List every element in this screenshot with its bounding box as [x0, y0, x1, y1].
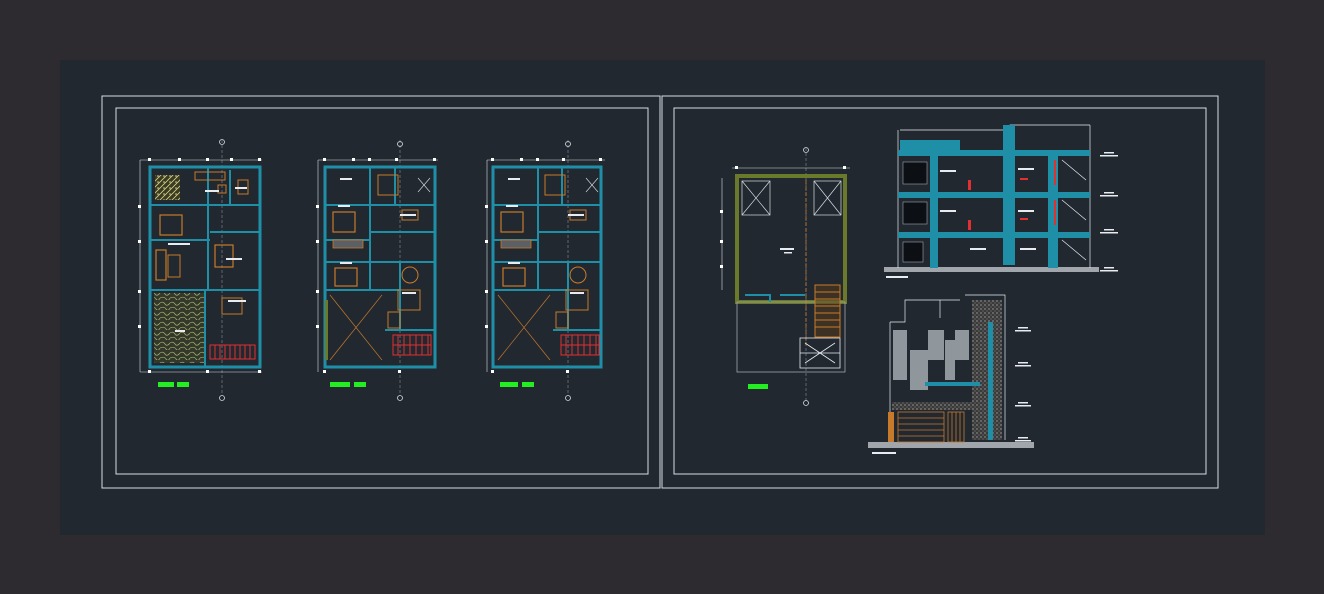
- dimension-ticks: [316, 158, 436, 373]
- bed: [565, 289, 589, 311]
- facade-panels: [893, 330, 969, 390]
- longitudinal-section: [884, 124, 1118, 278]
- door-swing: [417, 177, 431, 193]
- plan-title-bar: [500, 382, 518, 387]
- void-cross: [497, 294, 551, 361]
- desk: [555, 311, 569, 329]
- plan-title-bar: [748, 384, 768, 389]
- desk: [387, 311, 401, 329]
- balcony-edge: [325, 300, 328, 360]
- textured-column: [972, 300, 1002, 440]
- grid-bubble-icon: [565, 395, 571, 401]
- bed: [221, 297, 243, 315]
- blue-mullion: [988, 322, 993, 440]
- entry-door: [947, 411, 965, 443]
- outer-wall: [323, 165, 437, 369]
- front-elevation: [868, 294, 1034, 454]
- stairs: [392, 334, 432, 356]
- void-cross: [329, 294, 383, 361]
- annotation-labels: [940, 168, 1036, 250]
- skylight-cross: [813, 180, 842, 216]
- stairs: [209, 344, 256, 360]
- skylight-cross: [741, 180, 771, 216]
- grid-bubble-icon: [397, 395, 403, 401]
- roof-plan: [720, 147, 850, 406]
- annotation-labels: [780, 248, 794, 254]
- first-floor-plan: [138, 139, 262, 401]
- garage-door: [897, 411, 945, 443]
- annotation-labels: [338, 178, 416, 294]
- sheet-outer-border: [661, 95, 1219, 489]
- garden-stone-pattern: [154, 293, 204, 363]
- wardrobe: [332, 239, 364, 249]
- dining-table: [159, 214, 183, 236]
- parapet-wall: [745, 294, 805, 302]
- dimension-ticks: [485, 158, 602, 373]
- furniture-cut: [968, 160, 1056, 230]
- bed: [214, 244, 234, 268]
- stairs: [1061, 159, 1087, 261]
- patio-hatch: [155, 175, 180, 200]
- plan-title-bar: [354, 382, 366, 387]
- window-blocks: [902, 161, 928, 263]
- bed: [397, 289, 421, 311]
- second-floor-plan: [316, 140, 438, 401]
- round-table: [401, 266, 419, 284]
- bath-fixture: [377, 174, 399, 196]
- round-table: [569, 266, 587, 284]
- canopy: [925, 382, 980, 386]
- ground-line: [884, 267, 1099, 272]
- sheet-roof-sections: [661, 95, 1219, 489]
- staircase-railing: [799, 337, 841, 369]
- annotation-labels: [168, 187, 247, 332]
- wardrobe: [500, 239, 532, 249]
- level-markers: [1015, 327, 1031, 442]
- slab-cut: [898, 125, 1090, 268]
- dimension-ticks: [138, 158, 261, 373]
- bed: [502, 267, 526, 287]
- interior-walls: [150, 167, 260, 367]
- stairs: [560, 334, 600, 356]
- bath-fixture: [544, 174, 566, 196]
- stairs: [814, 284, 841, 338]
- grid-bubble-icon: [803, 400, 809, 406]
- sofa: [167, 254, 181, 278]
- elevation-outline: [889, 294, 1006, 440]
- sheet-inner-border: [673, 107, 1207, 475]
- third-floor-plan: [485, 140, 605, 401]
- sheet-inner-border: [115, 107, 649, 475]
- bed: [332, 211, 356, 233]
- skylight: [741, 180, 771, 216]
- level-markers: [1100, 152, 1118, 272]
- side-wall-cut: [888, 412, 894, 442]
- grid-bubble-icon: [397, 141, 403, 147]
- skylight: [813, 180, 842, 216]
- grid-bubble-icon: [565, 141, 571, 147]
- sheet-outer-border: [101, 95, 661, 489]
- door-swing: [585, 177, 599, 193]
- kitchen-counter: [194, 171, 226, 181]
- outer-wall: [491, 165, 603, 369]
- view-title-label: [872, 452, 896, 454]
- bath-fixture: [217, 184, 227, 194]
- grid-bubble-icon: [219, 139, 225, 145]
- sofa: [155, 249, 167, 281]
- stone-band: [892, 402, 972, 410]
- ground-line: [868, 442, 1034, 448]
- bed: [334, 267, 358, 287]
- dimension-ticks: [720, 166, 846, 268]
- grid-bubble-icon: [803, 147, 809, 153]
- plan-title-bar: [177, 382, 189, 387]
- lower-roof-outline: [736, 301, 846, 373]
- sheet-floor-plans: [101, 95, 661, 489]
- grid-bubble-icon: [219, 395, 225, 401]
- plan-title-bar: [330, 382, 350, 387]
- view-title-label: [886, 276, 908, 278]
- plan-title-bar: [522, 382, 534, 387]
- plan-title-bar: [158, 382, 174, 387]
- bed: [500, 211, 524, 233]
- annotation-labels: [506, 178, 584, 294]
